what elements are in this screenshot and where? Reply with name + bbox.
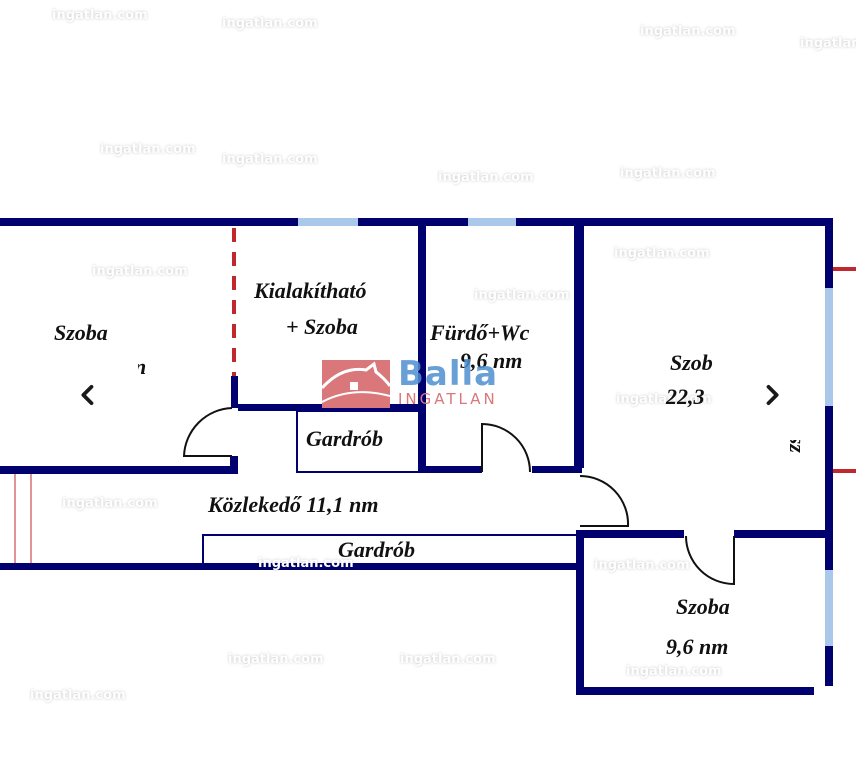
wall-right-upper (825, 218, 833, 288)
room-label-furdo: Fürdő+Wc (430, 320, 530, 345)
prev-image-button[interactable] (38, 350, 138, 440)
gardrob-small-box (296, 410, 420, 473)
house-icon (320, 360, 392, 408)
room-label-szoba-left: Szoba (54, 320, 108, 345)
wall-right-bottom (825, 646, 833, 686)
chevron-right-icon (766, 384, 779, 406)
wall-right-mid (825, 406, 833, 536)
window-right-2 (825, 570, 833, 646)
room-area-szoba-large: 22,3 (666, 384, 705, 409)
wall-right-lower (825, 530, 833, 570)
window-top-1 (298, 218, 358, 226)
room-area-furdo: 9,6 nm (460, 348, 523, 373)
wall-furdo-bottom-2 (532, 466, 582, 473)
logo-brand: Balla (398, 354, 499, 394)
terrace-line-1 (833, 267, 856, 271)
wall-szoba-small-left (576, 530, 584, 692)
doors (182, 407, 735, 586)
room-label-kialakithato-2: + Szoba (286, 314, 358, 339)
balla-ingatlan-logo: Balla INGATLAN (320, 354, 538, 408)
wall-top (0, 218, 830, 226)
door-szoba-large (579, 474, 630, 527)
wall-szoba-large-bottom-1 (578, 530, 684, 538)
room-label-szoba-small: Szoba (676, 594, 730, 619)
wall-left-stub (230, 456, 238, 474)
walls (0, 218, 856, 695)
wall-corridor-top-left (0, 466, 238, 474)
window-top-2 (468, 218, 516, 226)
wall-szoba-large-left (578, 226, 584, 468)
terrace-line-2 (833, 469, 856, 473)
room-label-szoba-large: Szob (670, 350, 713, 375)
wall-corridor-bottom (0, 563, 584, 570)
window-right-1 (825, 288, 833, 406)
wall-furdo-bottom-1 (418, 466, 482, 473)
wall-furdo-left (418, 226, 426, 472)
room-area-szoba-small: 9,6 nm (666, 634, 729, 659)
wall-szoba-large-bottom-2 (734, 530, 830, 538)
door-szoba-left (182, 407, 233, 457)
room-label-kialakithato: Kialakítható (254, 278, 367, 303)
logo-subtitle: INGATLAN (398, 390, 498, 408)
chevron-left-icon (81, 384, 94, 406)
room-label-kozlekedo: Közlekedő 11,1 nm (208, 492, 379, 517)
room-label-gardrob-small: Gardrób (306, 426, 384, 451)
wall-kiala-left (231, 376, 238, 408)
next-image-button[interactable] (722, 350, 822, 440)
door-furdo (481, 422, 531, 473)
wall-szoba-small-bottom (576, 687, 814, 695)
door-szoba-small (685, 535, 735, 586)
room-label-gardrob-long: Gardrób (338, 537, 416, 562)
